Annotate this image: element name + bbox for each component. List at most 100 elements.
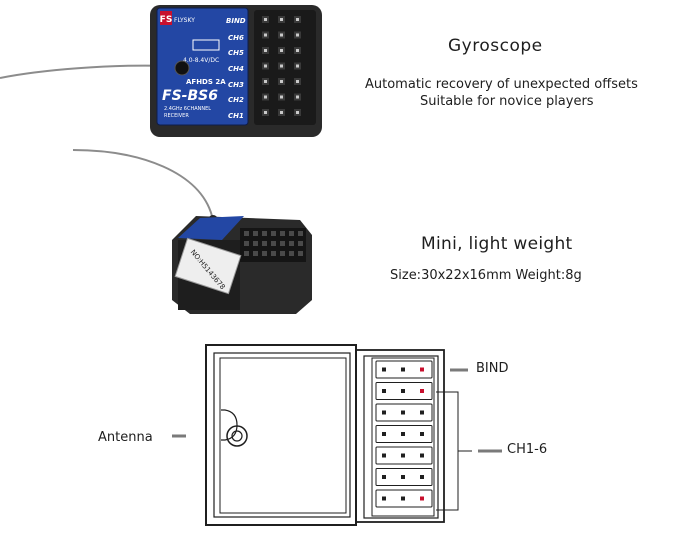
receiver-line-diagram — [205, 344, 445, 526]
pin-slot — [375, 446, 433, 465]
receiver-top-label — [156, 7, 249, 126]
header-pin — [289, 231, 294, 236]
header-pin-core — [280, 64, 283, 68]
diagram-pin-slots — [375, 360, 433, 508]
header-pin-core — [296, 111, 299, 114]
pin-slot — [375, 382, 433, 400]
header-pin-core — [296, 33, 299, 37]
header-pin-core — [296, 64, 299, 68]
gyroscope-desc-line2: Suitable for novice players — [420, 94, 594, 109]
header-pin — [289, 241, 294, 246]
pin-label-ch2: CH2 — [228, 96, 244, 104]
header-pin — [253, 241, 258, 246]
header-pin — [280, 231, 285, 236]
diagram-inner-body — [213, 352, 351, 518]
mode-icon — [192, 39, 220, 51]
pin-slot — [375, 403, 433, 422]
signal-pin — [420, 389, 424, 393]
pin-slot — [375, 468, 433, 486]
header-pin-core — [280, 80, 283, 83]
antenna-wire-top — [0, 64, 171, 79]
pin — [382, 453, 386, 458]
receiver-mid-label — [178, 216, 244, 240]
gyroscope-desc-line1: Automatic recovery of unexpected offsets — [365, 77, 638, 92]
header-pin-core — [296, 95, 299, 99]
channels-label: CH1-6 — [507, 442, 548, 457]
header-pin — [262, 251, 267, 256]
mini-title: Mini, light weight — [421, 234, 573, 254]
badge-text: AFHDS 2A — [186, 78, 226, 86]
pin — [401, 496, 405, 501]
diagram-pin-area — [371, 357, 435, 517]
header-pin-core — [264, 64, 267, 68]
pin-slot — [375, 425, 433, 443]
desc-line1: 2.4GHz 6CHANNEL — [164, 106, 211, 112]
signal-pin — [420, 496, 424, 501]
pin-labels: BIND CH6 CH5 CH4 CH3 CH2 CH1 — [226, 17, 246, 120]
header-pin-core — [280, 95, 283, 99]
antenna-socket-inner — [231, 430, 243, 442]
header-pin-core — [264, 33, 267, 37]
pin-grid-top — [262, 16, 301, 116]
header-pin-core — [264, 111, 267, 114]
antenna-label: Antenna — [98, 430, 153, 445]
brand-logo-icon — [160, 11, 172, 25]
pin — [382, 389, 386, 393]
header-pin — [253, 231, 258, 236]
pin — [420, 475, 424, 479]
pin — [382, 432, 386, 436]
header-pin — [280, 251, 285, 256]
header-pin — [298, 241, 303, 246]
header-pin — [244, 241, 249, 246]
bind-label: BIND — [476, 361, 509, 376]
header-pin — [271, 241, 276, 246]
pin-grid-mid — [244, 231, 303, 256]
pin — [382, 496, 386, 501]
diagram-outer-body — [205, 344, 357, 526]
diagram-pin-inner — [363, 355, 439, 519]
header-pin — [298, 251, 303, 256]
antenna-socket-top — [174, 60, 190, 76]
pin — [420, 432, 424, 436]
header-pin-core — [296, 49, 299, 52]
pin-label-ch3: CH3 — [228, 81, 244, 89]
model-text: FS-BS6 — [162, 88, 218, 104]
diagram-pin-block — [355, 349, 445, 523]
pin-label-ch6: CH6 — [228, 34, 244, 42]
diagram-antenna-notch — [221, 409, 238, 441]
size-weight-spec: Size:30x22x16mm Weight:8g — [390, 268, 582, 283]
header-pin — [244, 251, 249, 256]
pin — [401, 475, 405, 479]
pin-slot — [375, 360, 433, 379]
header-pin-core — [264, 95, 267, 99]
pin — [401, 367, 405, 372]
pin — [401, 389, 405, 393]
header-pin-core — [296, 18, 299, 21]
pin — [401, 432, 405, 436]
ch-bracket — [436, 391, 459, 511]
header-pin-core — [280, 33, 283, 37]
header-pin — [271, 251, 276, 256]
pin — [420, 453, 424, 458]
header-pin-core — [296, 80, 299, 83]
diagram-top-panel — [219, 357, 347, 514]
header-pin-core — [264, 18, 267, 21]
header-pin-core — [264, 49, 267, 52]
pin-slot — [375, 489, 433, 508]
pin-label-ch4: CH4 — [228, 65, 244, 73]
header-pin — [262, 231, 267, 236]
header-pin — [271, 231, 276, 236]
pin — [382, 410, 386, 415]
pin — [382, 475, 386, 479]
antenna-socket-icon — [226, 425, 248, 447]
brand-name: FLYSKY — [174, 17, 195, 24]
header-pin-core — [264, 80, 267, 83]
header-pin — [298, 231, 303, 236]
pin — [382, 367, 386, 372]
header-pin — [253, 251, 258, 256]
voltage-text: 4.0-8.4V/DC — [183, 57, 219, 64]
header-pin — [262, 241, 267, 246]
header-pin — [244, 231, 249, 236]
header-pin-core — [280, 18, 283, 21]
